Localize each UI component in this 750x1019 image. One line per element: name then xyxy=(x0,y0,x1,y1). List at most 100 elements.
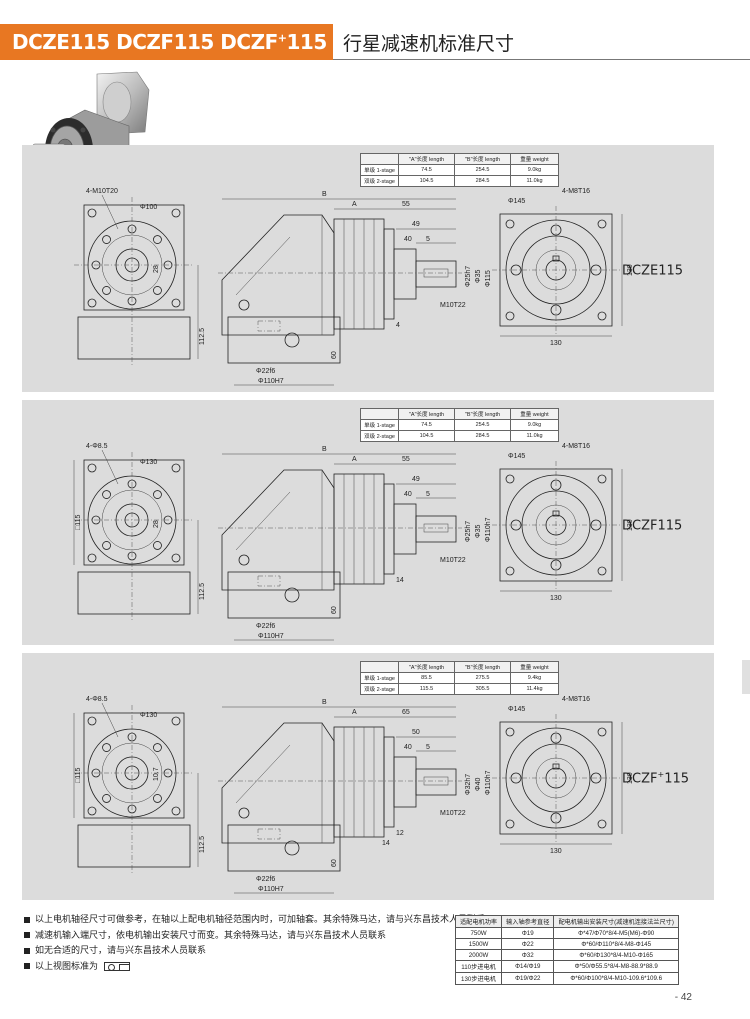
bolt-hole xyxy=(153,235,162,244)
base-block xyxy=(227,316,341,364)
dimension-label: 55 xyxy=(402,456,410,463)
table-cell: 130步进电机 xyxy=(454,972,503,985)
flange-outline xyxy=(83,459,185,566)
bolt-hole xyxy=(102,743,111,752)
dimension-label: 4-Φ8.5 xyxy=(86,696,108,703)
dimension-label: 40 xyxy=(404,744,412,751)
dimension-label: A xyxy=(352,201,357,208)
dimension-label: 49 xyxy=(412,476,420,483)
bolt-hole xyxy=(510,519,522,531)
cap-hole xyxy=(238,807,250,819)
output-shaft xyxy=(415,768,457,796)
dimension-label: Φ145 xyxy=(508,453,525,460)
table-cell: 305.5 xyxy=(454,683,511,695)
model-label: DCZE115 xyxy=(622,263,684,279)
dimension-label: 4-M10T20 xyxy=(86,188,118,195)
table-cell: Φ*50/Φ55.5*8/4-M8-88.9*88.9 xyxy=(553,960,679,973)
dimension-label: Φ115 xyxy=(485,270,492,287)
dimension-label: Φ100 xyxy=(140,204,157,211)
table-cell: 284.5 xyxy=(454,430,511,442)
bolt-hole xyxy=(102,490,111,499)
base-bore xyxy=(284,332,300,348)
dimension-label: □115 xyxy=(75,768,82,783)
hidden-bore xyxy=(257,828,281,840)
dimension-label: B xyxy=(322,191,327,198)
dimension-label: B xyxy=(322,446,327,453)
table-cell: 104.5 xyxy=(398,175,455,187)
hidden-bore xyxy=(257,320,281,332)
corner-hole xyxy=(87,806,97,816)
bolt-hole xyxy=(590,772,602,784)
header-subtitle: 行星减速机标准尺寸 xyxy=(343,33,515,55)
note-item: 以上视图标准为 xyxy=(24,959,454,975)
note-item: 如无合适的尺寸，请与兴东昌技术人员联系 xyxy=(24,943,454,959)
table-header: "A"长度 length xyxy=(398,153,455,165)
table-cell: 104.5 xyxy=(398,430,455,442)
dimension-label: 4-Φ8.5 xyxy=(86,443,108,450)
dimension-label: Φ110h7 xyxy=(485,770,492,795)
table-cell: Φ19 xyxy=(501,927,555,939)
corner-hole xyxy=(171,716,181,726)
gear-housing xyxy=(333,726,385,838)
corner-hole xyxy=(171,553,181,563)
gear-housing xyxy=(333,473,385,585)
note-item: 减速机输入端尺寸，依电机输出安装尺寸而变。其余特殊马达，请与兴东昌技术人员联系 xyxy=(24,928,454,944)
header-banner: DCZE115 DCZF115 DCZF+115 xyxy=(0,24,333,60)
corner-hole xyxy=(87,463,97,473)
table-header xyxy=(360,408,399,420)
table-cell: 1500W xyxy=(454,938,503,950)
table-cell: 9.0kg xyxy=(510,419,559,431)
edge-line xyxy=(235,744,291,804)
bolt-hole xyxy=(153,286,162,295)
base-block xyxy=(227,571,341,619)
table-header xyxy=(360,153,399,165)
dimension-label: Φ130 xyxy=(140,712,157,719)
output-pilot xyxy=(393,503,417,555)
dimension-label: 5 xyxy=(426,744,430,751)
corner-hole xyxy=(505,311,515,321)
notes-list: 以上电机轴径尺寸可做参考，在轴以上配电机轴径范围内时，可加轴套。其余特殊马达，请… xyxy=(24,912,485,975)
corner-hole xyxy=(171,463,181,473)
dimension-label: 28 xyxy=(153,520,160,528)
dimension-label: 112.5 xyxy=(199,328,206,345)
corner-hole xyxy=(597,566,607,576)
bolt-hole xyxy=(550,732,562,744)
base-block xyxy=(77,316,191,360)
table-cell: 254.5 xyxy=(454,164,511,176)
table-header: 重量 weight xyxy=(510,661,559,673)
table-header: 重量 weight xyxy=(510,153,559,165)
table-header: "B"长度 length xyxy=(454,661,511,673)
dimension-label: 4-M8T16 xyxy=(562,696,590,703)
bolt-hole xyxy=(510,264,522,276)
bolt-hole xyxy=(102,286,111,295)
base-block xyxy=(227,824,341,872)
projection-symbol-icon xyxy=(104,961,131,971)
dimension-label: 14 xyxy=(382,840,390,847)
bolt-hole xyxy=(102,541,111,550)
gear-housing xyxy=(333,218,385,330)
output-flange xyxy=(383,228,395,320)
dimension-label: 130 xyxy=(627,264,634,276)
output-shaft xyxy=(415,515,457,543)
bolt-hole xyxy=(550,479,562,491)
corner-hole xyxy=(597,819,607,829)
table-header: "A"长度 length xyxy=(398,661,455,673)
dimension-label: A xyxy=(352,456,357,463)
page-number: - 42 xyxy=(674,992,692,1003)
table-header: 重量 weight xyxy=(510,408,559,420)
table-cell: 双级 2-stage xyxy=(360,175,399,187)
dimension-label: 130 xyxy=(627,772,634,784)
bolt-hole xyxy=(590,264,602,276)
dimension-label: Φ110H7 xyxy=(258,378,284,385)
flange-outline xyxy=(83,712,185,819)
dimension-label: 4 xyxy=(396,322,400,329)
